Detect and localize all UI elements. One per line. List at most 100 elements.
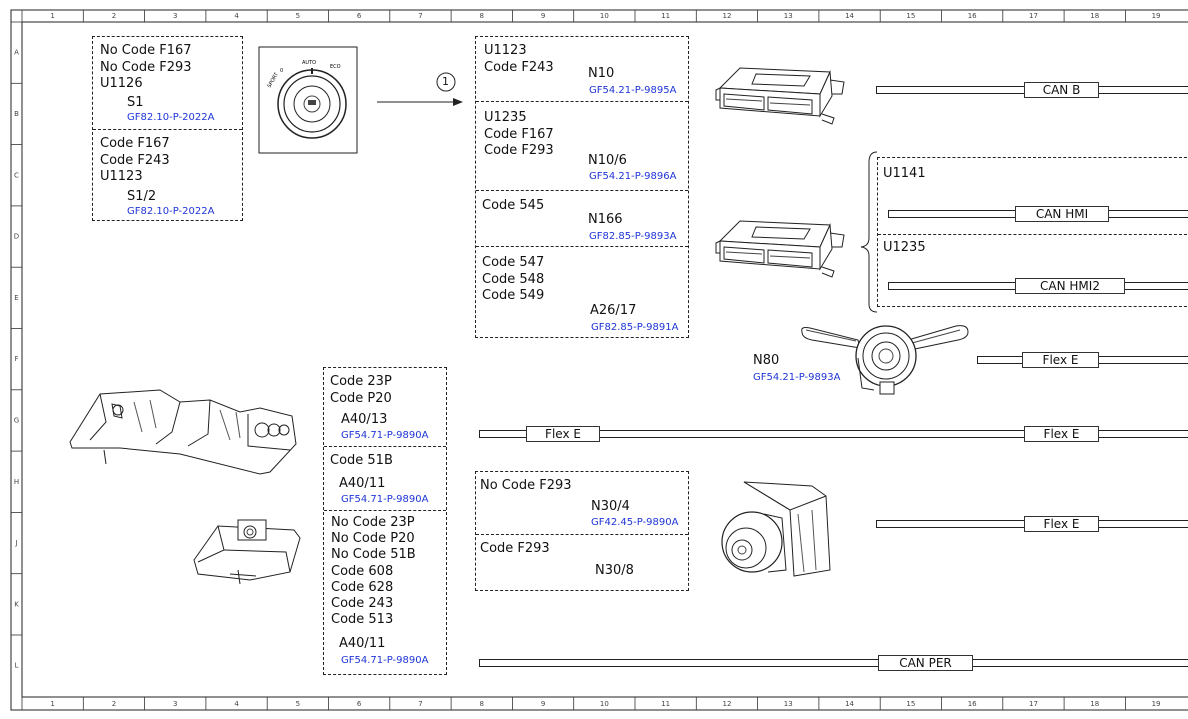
a40-11a-section: Code 51B A40/11 GF54.71-P-9890A xyxy=(324,446,446,511)
grid-row-label: F xyxy=(14,355,18,363)
grid-row-label: C xyxy=(14,171,19,179)
grid-column-label-top: 7 xyxy=(418,12,422,20)
s1-2-ref-link[interactable]: GF82.10-P-2022A xyxy=(127,206,215,217)
grid-column-label-top: 8 xyxy=(480,12,484,20)
grid-row-label: G xyxy=(14,416,19,424)
switch-mark-eco: ECO xyxy=(330,64,341,70)
a40-13-ref-link[interactable]: GF54.71-P-9890A xyxy=(341,430,429,441)
a26-17-component: A26/17 xyxy=(590,303,637,318)
s1-2-component: S1/2 xyxy=(127,189,157,204)
n166-ref-link[interactable]: GF82.85-P-9893A xyxy=(589,231,677,242)
a40-11b-component: A40/11 xyxy=(339,636,386,651)
switch-mark-0: 0 xyxy=(280,68,283,74)
grid-column-label-top: 13 xyxy=(784,12,793,20)
callout-number: 1 xyxy=(442,75,449,88)
flex-e-bus-label-n30: Flex E xyxy=(1024,516,1099,532)
switch-mark-auto: AUTO xyxy=(302,60,316,66)
a40-11a-codes: Code 51B xyxy=(330,453,393,468)
n166-component: N166 xyxy=(588,212,623,227)
control-unit-n166-icon xyxy=(715,220,845,278)
grid-row-label: H xyxy=(14,478,19,486)
grid-column-label-top: 10 xyxy=(600,12,609,20)
a40-11a-ref-link[interactable]: GF54.71-P-9890A xyxy=(341,494,429,505)
grid-column-label-bottom: 10 xyxy=(600,700,609,708)
grid-row-label: K xyxy=(14,600,19,608)
drive-program-switch-icon: SPORT 0 AUTO ECO xyxy=(258,46,358,154)
hmi-brace xyxy=(860,151,878,313)
grid-column-label-bottom: 8 xyxy=(480,700,484,708)
grid-column-label-bottom: 15 xyxy=(906,700,915,708)
grid-row-label: L xyxy=(15,662,19,670)
grid-column-label-top: 4 xyxy=(234,12,239,20)
a40-13-codes: Code 23P Code P20 xyxy=(330,374,392,406)
n10-codes: U1123 Code F243 xyxy=(484,43,554,75)
n10-6-section: U1235 Code F167 Code F293 N10/6 GF54.21-… xyxy=(476,101,688,190)
grid-column-label-top: 19 xyxy=(1152,12,1161,20)
n30-4-ref-link[interactable]: GF42.45-P-9890A xyxy=(591,517,679,528)
s1-2-codes: Code F167 Code F243 U1123 xyxy=(100,136,170,184)
grid-column-label-top: 3 xyxy=(173,12,177,20)
grid-column-label-bottom: 5 xyxy=(296,700,300,708)
can-per-bus-label: CAN PER xyxy=(878,655,973,671)
grid-column-label-top: 9 xyxy=(541,12,545,20)
grid-column-label-bottom: 12 xyxy=(722,700,731,708)
flex-e-bus-label-right: Flex E xyxy=(1024,426,1099,442)
s1-variant-box: No Code F167 No Code F293 U1126 S1 GF82.… xyxy=(92,36,243,221)
grid-column-label-bottom: 1 xyxy=(50,700,54,708)
n10-section: U1123 Code F243 N10 GF54.21-P-9895A xyxy=(476,37,688,101)
grid-column-label-top: 17 xyxy=(1029,12,1038,20)
grid-column-label-top: 18 xyxy=(1090,12,1099,20)
steering-column-module-n80-icon xyxy=(801,325,969,395)
n10-6-ref-link[interactable]: GF54.21-P-9896A xyxy=(589,171,677,182)
grid-row-label: D xyxy=(14,233,19,241)
grid-column-label-bottom: 18 xyxy=(1090,700,1099,708)
n10-ref-link[interactable]: GF54.21-P-9895A xyxy=(589,85,677,96)
flex-e-bus-label-left: Flex E xyxy=(526,426,600,442)
u1235-section: U1235 xyxy=(878,234,1188,307)
s1-component: S1 xyxy=(127,95,144,110)
a26-17-section: Code 547 Code 548 Code 549 A26/17 GF82.8… xyxy=(476,246,688,339)
grid-column-label-bottom: 2 xyxy=(112,700,116,708)
grid-column-label-top: 14 xyxy=(845,12,854,20)
flex-e-bus-line-main xyxy=(479,430,1188,438)
grid-column-label-bottom: 11 xyxy=(661,700,670,708)
display-a40-13-icon xyxy=(69,389,297,475)
callout-arrow xyxy=(377,72,463,106)
grid-column-label-bottom: 6 xyxy=(357,700,362,708)
can-b-bus-label: CAN B xyxy=(1024,82,1099,98)
grid-row-label: B xyxy=(14,110,19,118)
u1141-section: U1141 xyxy=(878,158,1188,234)
n30-4-component: N30/4 xyxy=(591,499,630,514)
grid-column-label-bottom: 3 xyxy=(173,700,177,708)
a40-11b-codes: No Code 23P No Code P20 No Code 51B Code… xyxy=(331,515,416,628)
grid-column-label-top: 2 xyxy=(112,12,116,20)
grid-row-label: E xyxy=(14,294,18,302)
grid-column-label-top: 15 xyxy=(906,12,915,20)
n30-variant-box: No Code F293 N30/4 GF42.45-P-9890A Code … xyxy=(475,471,689,591)
a40-13-section: Code 23P Code P20 A40/13 GF54.71-P-9890A xyxy=(324,368,446,446)
a40-11b-ref-link[interactable]: GF54.71-P-9890A xyxy=(341,655,429,666)
a40-13-component: A40/13 xyxy=(341,412,388,427)
a26-17-ref-link[interactable]: GF82.85-P-9891A xyxy=(591,322,679,333)
n30-8-codes: Code F293 xyxy=(480,541,550,556)
grid-column-label-bottom: 17 xyxy=(1029,700,1038,708)
n30-4-section: No Code F293 N30/4 GF42.45-P-9890A xyxy=(476,472,688,534)
grid-row-label: J xyxy=(14,539,17,547)
n30-4-codes: No Code F293 xyxy=(480,478,572,493)
grid-row-label: A xyxy=(14,49,19,57)
n80-component: N80 xyxy=(753,353,780,368)
n10-component: N10 xyxy=(588,66,615,81)
u1141-label: U1141 xyxy=(883,166,926,181)
n30-8-component: N30/8 xyxy=(595,563,634,578)
n10-6-codes: U1235 Code F167 Code F293 xyxy=(484,110,554,158)
grid-column-label-bottom: 4 xyxy=(234,700,239,708)
flex-e-bus-label-n80: Flex E xyxy=(1022,352,1099,368)
n80-ref-link[interactable]: GF54.21-P-9893A xyxy=(753,372,841,383)
camera-a40-11-icon xyxy=(193,519,301,585)
a40-variant-box: Code 23P Code P20 A40/13 GF54.71-P-9890A… xyxy=(323,367,447,675)
s1-ref-link[interactable]: GF82.10-P-2022A xyxy=(127,112,215,123)
grid-column-label-bottom: 13 xyxy=(784,700,793,708)
hmi-variant-box: U1141 U1235 xyxy=(877,157,1188,307)
grid-column-label-bottom: 16 xyxy=(968,700,977,708)
